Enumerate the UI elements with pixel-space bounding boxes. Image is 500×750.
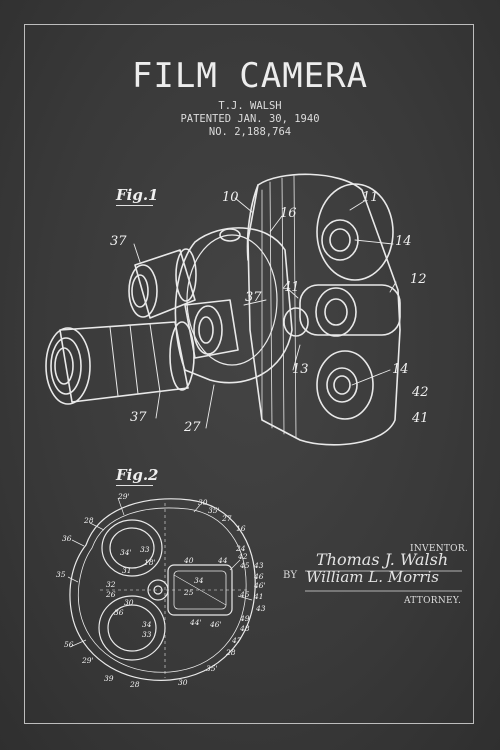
fig2-ref: 46'	[254, 581, 266, 590]
fig1-ref-16: 16	[280, 206, 297, 221]
fig2-ref: 43	[256, 604, 266, 613]
fig1-ref-14-top: 14	[395, 234, 412, 249]
fig2-ref: 49	[240, 614, 250, 623]
fig2-ref: 30	[198, 498, 208, 507]
fig2-ref: 36	[62, 534, 72, 543]
fig2-ref: 26	[106, 590, 116, 599]
fig2-ref: 33	[140, 545, 150, 554]
fig2-ref: 34'	[120, 548, 132, 557]
inventor-name: T.J. WALSH	[218, 100, 282, 112]
fig1-ref-41-mid: 41	[283, 280, 300, 295]
fig1-ref-12: 12	[410, 272, 427, 287]
fig2-ref: 36	[114, 608, 124, 617]
fig2-ref: 34	[194, 576, 204, 585]
fig2-ref: 42	[238, 552, 248, 561]
fig2-ref: 35'	[206, 664, 218, 673]
fig2-ref: 45	[240, 561, 250, 570]
fig2-ref: 44	[218, 556, 228, 565]
fig2-ref: 28	[226, 648, 236, 657]
fig2-ref: 30	[124, 598, 134, 607]
patent-number: NO. 2,188,764	[208, 126, 292, 138]
fig2-ref: 47	[232, 636, 242, 645]
attorney-signature: William L. Morris	[306, 568, 440, 586]
fig2-ref: 28	[84, 516, 94, 525]
fig2-ref: 44'	[190, 618, 202, 627]
fig1-ref-37-bottom: 37	[130, 410, 147, 425]
fig2-ref: 27	[222, 514, 232, 523]
fig2-ref: 41	[254, 592, 264, 601]
fig2-ref: 40	[184, 556, 194, 565]
sheet-border	[24, 24, 474, 724]
fig1-ref-10: 10	[222, 190, 239, 205]
fig1-ref-41: 41	[412, 411, 429, 426]
patent-date: PATENTED JAN. 30, 1940	[180, 113, 320, 125]
fig2-ref: 43	[254, 561, 264, 570]
inventor-label: INVENTOR.	[410, 544, 469, 554]
fig2-ref: 18'	[144, 558, 156, 567]
fig2-ref: 46	[254, 572, 264, 581]
fig2-ref: 45	[240, 590, 250, 599]
page-title: FILM CAMERA	[131, 56, 369, 96]
fig2-ref: 29'	[82, 656, 94, 665]
fig1-ref-13: 13	[292, 362, 309, 377]
fig2-ref: 29'	[118, 492, 130, 501]
figure-2-label: Fig.2	[116, 466, 159, 486]
fig1-ref-14-bottom: 14	[392, 362, 409, 377]
attorney-label: ATTORNEY.	[404, 596, 462, 606]
fig2-ref: 35'	[208, 506, 220, 515]
fig2-ref: 56	[64, 640, 74, 649]
fig1-ref-27: 27	[184, 420, 201, 435]
inventor-signature: Thomas J. Walsh	[316, 550, 449, 569]
fig2-ref: 39	[104, 674, 114, 683]
fig2-ref: 16	[236, 524, 246, 533]
fig2-ref: 48	[240, 624, 250, 633]
fig2-ref: 34	[142, 620, 152, 629]
fig2-ref: 25	[184, 588, 194, 597]
fig1-ref-37-top: 37	[110, 234, 127, 249]
fig2-ref: 33	[142, 630, 152, 639]
fig2-ref: 28	[130, 680, 140, 689]
fig1-ref-37-mid: 37	[245, 290, 262, 305]
fig2-ref: 31	[122, 566, 132, 575]
fig1-ref-42: 42	[412, 385, 429, 400]
fig2-ref: 32	[106, 580, 116, 589]
fig1-ref-11: 11	[362, 190, 379, 205]
figure-1-label: Fig.1	[116, 186, 159, 206]
fig2-ref: 24	[236, 544, 246, 553]
fig2-ref: 46'	[210, 620, 222, 629]
fig2-ref: 35	[56, 570, 66, 579]
fig2-ref: 30	[178, 678, 188, 687]
by-label: BY	[283, 570, 298, 581]
